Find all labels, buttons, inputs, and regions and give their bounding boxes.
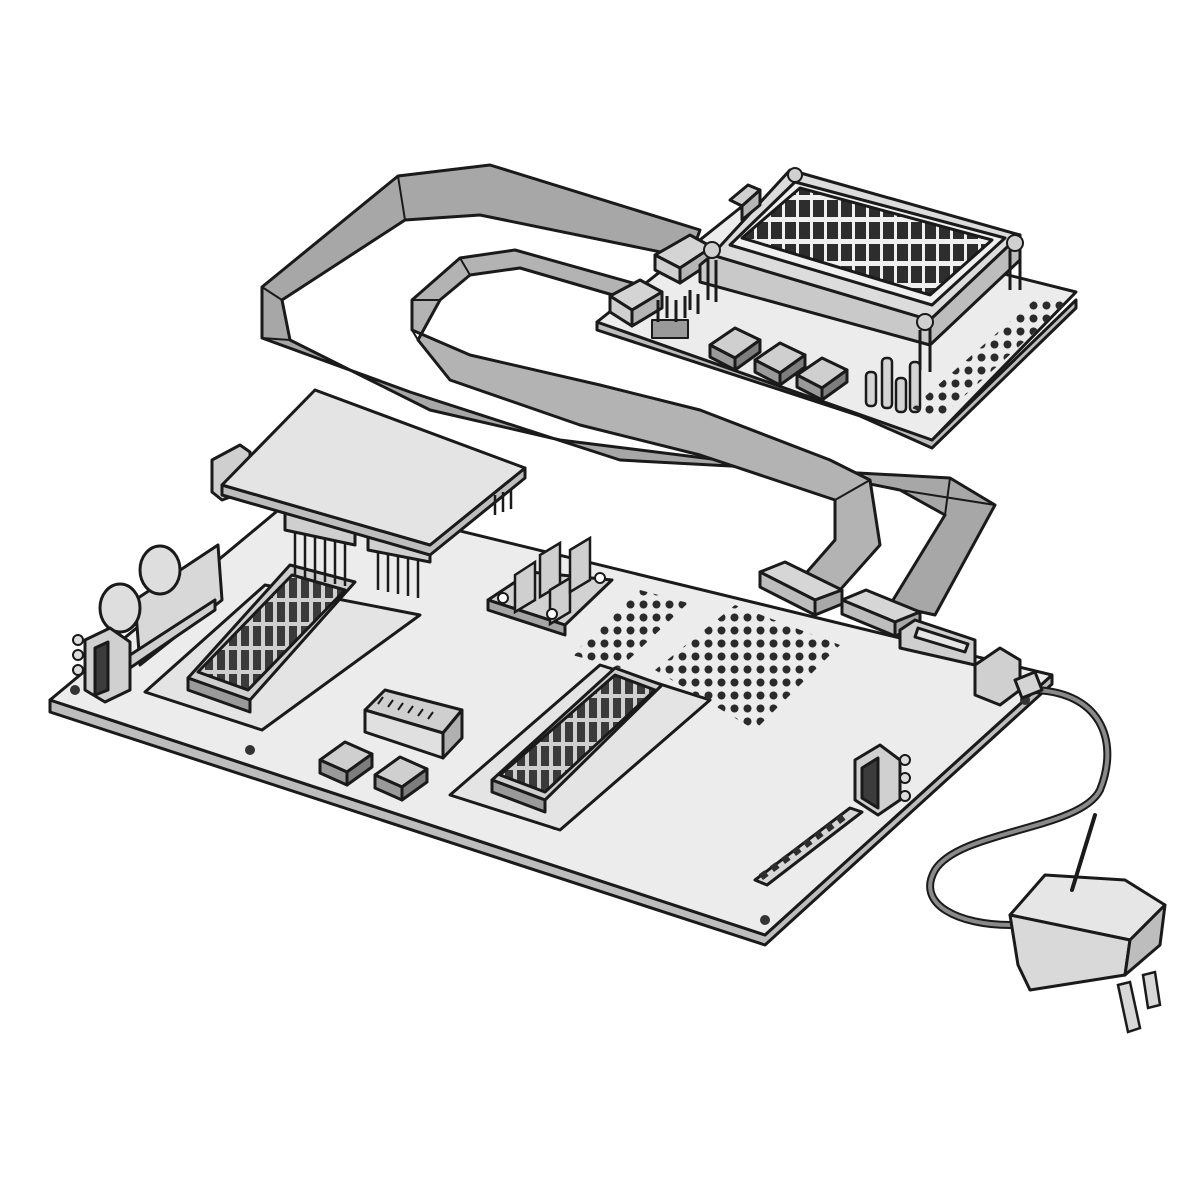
- lcd-display-module: [698, 167, 1024, 372]
- lcd-side-connector: [728, 183, 762, 222]
- ultrasonic-sensor: [98, 543, 224, 670]
- proto-dots-left: [572, 590, 688, 668]
- power-adapter: [1008, 813, 1167, 1034]
- push-button-2: [753, 341, 807, 387]
- dc-jack: [72, 626, 132, 704]
- push-button-1: [708, 326, 762, 372]
- pin-header-block: [651, 290, 700, 339]
- plug-pins: [1116, 970, 1162, 1034]
- zif-socket-center: [448, 663, 712, 832]
- led-header-strip: [753, 806, 864, 887]
- power-cable: [926, 670, 1112, 929]
- fuse-holder: [898, 618, 977, 667]
- standing-pins: [864, 356, 922, 414]
- main-push-button-1: [318, 740, 374, 787]
- zif-socket-left: [143, 563, 422, 732]
- dip-switch-bank: [363, 688, 464, 760]
- relay-component: [853, 743, 911, 817]
- display-board: [595, 167, 1078, 450]
- chip-carrier: [486, 535, 614, 637]
- proto-dots-right: [655, 605, 840, 730]
- display-proto-dots: [912, 295, 1068, 420]
- expansion-board: [210, 388, 527, 598]
- display-ribbon-connector-1: [608, 278, 664, 328]
- ribbon-cable-outer: [260, 163, 997, 617]
- main-push-button-2: [373, 755, 429, 802]
- main-ribbon-connector-1: [758, 560, 844, 617]
- push-button-3: [795, 356, 849, 402]
